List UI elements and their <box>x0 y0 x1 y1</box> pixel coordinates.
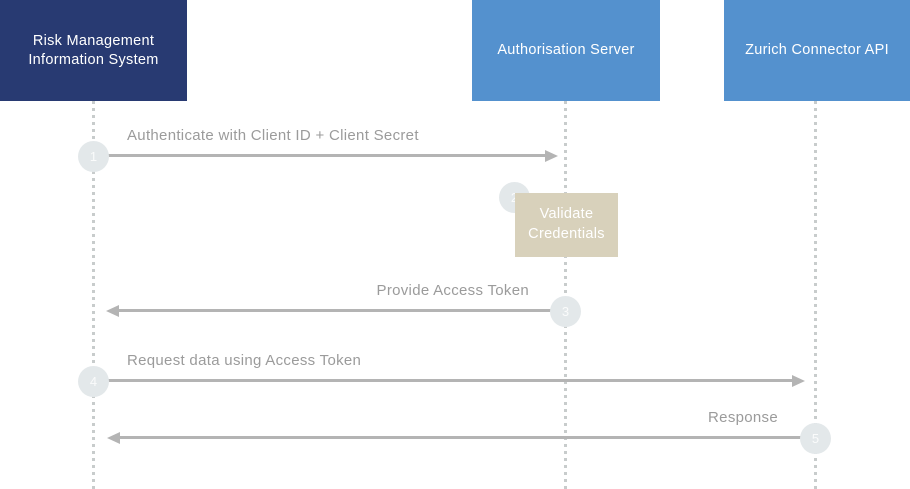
activity-label: Validate Credentials <box>528 206 605 242</box>
lifeline-zurich-connector-api <box>814 101 817 489</box>
message-label-authenticate: Authenticate with Client ID + Client Sec… <box>127 127 419 144</box>
actor-label: Risk Management Information System <box>28 32 159 68</box>
lifeline-rmis <box>92 101 95 489</box>
message-line-authenticate <box>107 154 545 157</box>
actor-label: Authorisation Server <box>497 42 635 59</box>
actor-risk-management-information-system: Risk Management Information System <box>0 0 187 101</box>
activity-validate-credentials: Validate Credentials <box>515 193 618 257</box>
step-number-badge-3: 3 <box>550 296 581 327</box>
step-number-badge-5: 5 <box>800 423 831 454</box>
message-line-response <box>120 436 815 439</box>
message-line-provide-access-token <box>119 309 565 312</box>
step-number-badge-1: 1 <box>78 141 109 172</box>
message-label-provide-access-token: Provide Access Token <box>376 282 529 299</box>
lifeline-authorisation-server <box>564 101 567 489</box>
step-number-badge-4: 4 <box>78 366 109 397</box>
actor-zurich-connector-api: Zurich Connector API <box>724 0 910 101</box>
message-label-request-data: Request data using Access Token <box>127 352 362 369</box>
actor-label: Zurich Connector API <box>745 42 889 59</box>
message-line-request-data <box>107 379 792 382</box>
arrowhead-right-icon <box>545 150 558 162</box>
message-label-response: Response <box>708 409 778 426</box>
arrowhead-right-icon <box>792 375 805 387</box>
actor-authorisation-server: Authorisation Server <box>472 0 660 101</box>
arrowhead-left-icon <box>106 305 119 317</box>
arrowhead-left-icon <box>107 432 120 444</box>
